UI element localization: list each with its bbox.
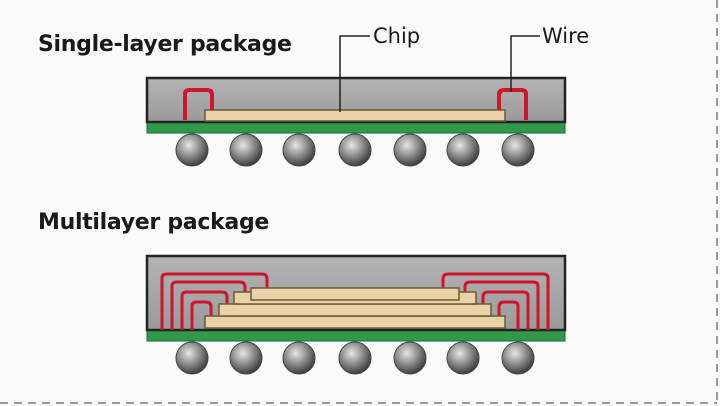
single-wire-right — [497, 88, 528, 120]
single-chip — [204, 109, 506, 122]
multi-solder-ball — [175, 341, 209, 375]
single-solder-ball — [338, 133, 372, 167]
single-substrate — [146, 121, 566, 134]
multi-wire-right — [463, 280, 540, 330]
multi-chip-layer — [204, 315, 506, 329]
multi-wire-left — [180, 290, 229, 330]
single-solder-ball — [393, 133, 427, 167]
multi-wire-right — [497, 300, 520, 330]
multi-wire-right — [441, 272, 550, 330]
chip-callout-line — [339, 35, 370, 112]
wire-label: Wire — [542, 24, 590, 48]
single-solder-ball — [282, 133, 316, 167]
chip-label: Chip — [373, 24, 421, 48]
multi-solder-ball — [393, 341, 427, 375]
multi-wire-left — [190, 300, 213, 330]
multi-wire-left — [160, 272, 269, 330]
multi-solder-ball — [282, 341, 316, 375]
wire-callout-line — [510, 35, 540, 92]
multi-chip-layer — [250, 287, 460, 301]
single-solder-ball — [446, 133, 480, 167]
multi-solder-ball — [338, 341, 372, 375]
multi-wire-right — [481, 290, 530, 330]
multi-solder-ball — [446, 341, 480, 375]
single-layer-title: Single-layer package — [38, 32, 292, 57]
multilayer-title: Multilayer package — [38, 210, 270, 235]
multi-substrate — [146, 329, 566, 342]
single-solder-ball — [501, 133, 535, 167]
multi-chip-layer — [218, 303, 492, 317]
multi-wire-left — [170, 280, 247, 330]
single-wire-left — [183, 88, 214, 120]
multi-solder-ball — [501, 341, 535, 375]
single-solder-ball — [229, 133, 263, 167]
single-solder-ball — [175, 133, 209, 167]
multi-solder-ball — [229, 341, 263, 375]
